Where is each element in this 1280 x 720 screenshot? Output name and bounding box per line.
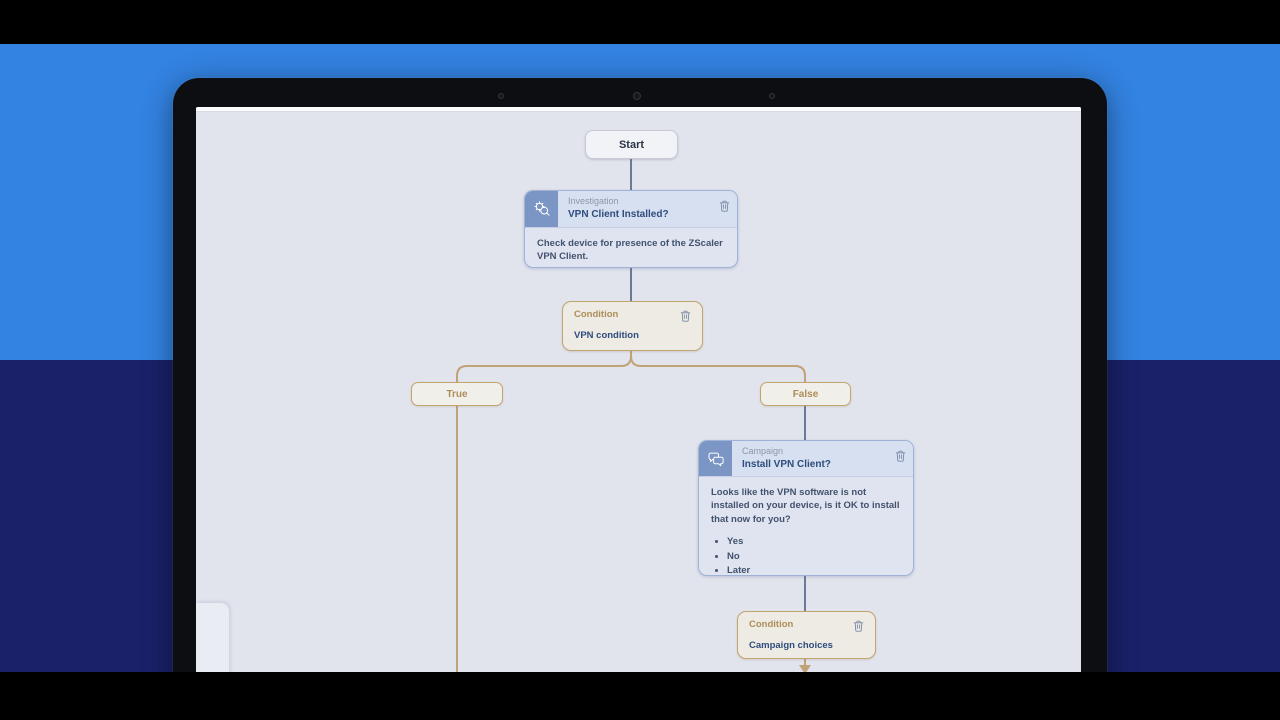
campaign-body: Looks like the VPN software is not insta… [699, 477, 913, 575]
campaign-condition-node[interactable]: Condition Campaign choices [737, 611, 876, 659]
letterbox-top [0, 0, 1280, 44]
condition-type-label: Condition [574, 309, 619, 320]
condition-name: Campaign choices [749, 640, 833, 651]
campaign-options-list: Yes No Later [711, 535, 901, 575]
branch-false-text: False [792, 388, 819, 400]
branch-true-text: True [446, 388, 468, 400]
delete-node-button[interactable] [711, 191, 737, 227]
node-type-label: Campaign [742, 446, 784, 456]
screen-top-strip [196, 107, 1081, 112]
campaign-icon-box [699, 441, 732, 476]
investigation-icon-box [525, 191, 558, 227]
node-title: VPN Client Installed? [568, 208, 669, 220]
workflow-canvas: Start [196, 107, 1081, 720]
condition-name: VPN condition [574, 330, 639, 341]
flow-connectors [456, 159, 811, 720]
trash-icon [719, 200, 729, 212]
arrowhead-down [799, 665, 811, 674]
trash-icon [680, 310, 691, 322]
gear-magnifier-icon [533, 201, 550, 216]
node-title: Install VPN Client? [742, 458, 831, 470]
trash-icon [853, 620, 864, 632]
edge-condition-to-true [456, 351, 632, 382]
tablet-device-frame: Start [173, 78, 1107, 720]
campaign-header-text: Campaign Install VPN Client? [732, 441, 887, 476]
vpn-condition-node[interactable]: Condition VPN condition [562, 301, 703, 351]
camera-dot [633, 92, 641, 100]
investigation-header-text: Investigation VPN Client Installed? [558, 191, 711, 227]
camera-dot [498, 93, 504, 99]
trash-icon [895, 450, 905, 462]
campaign-node[interactable]: Campaign Install VPN Client? Looks like … [698, 440, 914, 576]
camera-dot [769, 93, 775, 99]
edge-condition-to-false [630, 351, 806, 382]
letterbox-bottom [0, 672, 1280, 720]
node-type-label: Investigation [568, 196, 619, 206]
branch-false-label: False [760, 382, 851, 406]
delete-node-button[interactable] [853, 619, 864, 632]
campaign-option: Later [727, 564, 901, 575]
campaign-node-header: Campaign Install VPN Client? [699, 441, 913, 477]
delete-node-button[interactable] [680, 309, 691, 322]
campaign-option: Yes [727, 535, 901, 548]
campaign-option: No [727, 550, 901, 563]
condition-type-label: Condition [749, 619, 794, 630]
investigation-description: Check device for presence of the ZScaler… [537, 238, 723, 263]
chat-bubbles-icon [708, 452, 724, 466]
delete-node-button[interactable] [887, 441, 913, 476]
branch-true-label: True [411, 382, 503, 406]
campaign-description: Looks like the VPN software is not insta… [711, 487, 900, 525]
condition-header-row: Condition [574, 309, 691, 322]
start-node[interactable]: Start [585, 130, 678, 159]
investigation-node[interactable]: Investigation VPN Client Installed? Chec… [524, 190, 738, 268]
start-node-label: Start [618, 138, 645, 151]
condition-header-row: Condition [749, 619, 864, 632]
investigation-node-header: Investigation VPN Client Installed? [525, 191, 737, 228]
